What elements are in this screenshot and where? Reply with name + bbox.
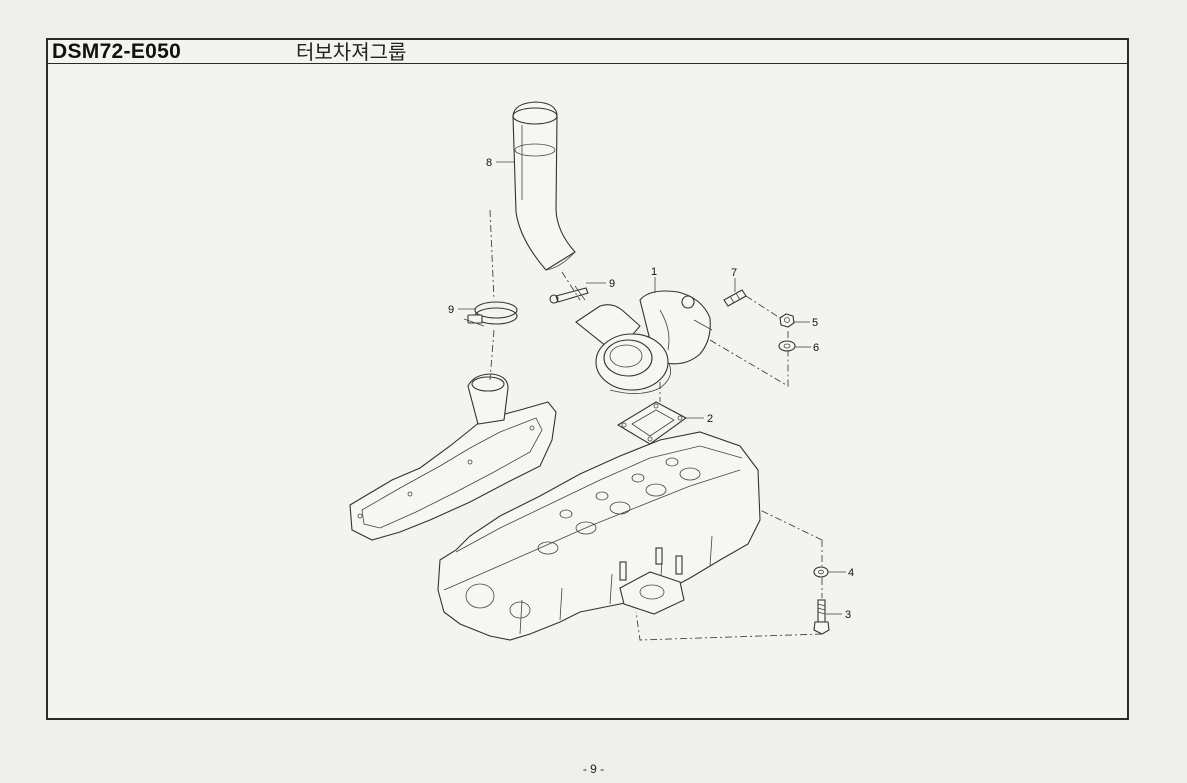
part-9-small-clamp xyxy=(549,285,589,304)
callout-5: 5 xyxy=(812,317,818,329)
intake-manifold xyxy=(349,373,557,541)
part-8-intake-pipe xyxy=(512,101,576,271)
callout-9-left: 9 xyxy=(448,304,454,316)
part-5-nut xyxy=(779,313,795,328)
part-7-stud xyxy=(723,289,747,307)
callout-2: 2 xyxy=(707,413,713,425)
part-1-turbocharger xyxy=(575,290,713,394)
callout-1: 1 xyxy=(651,266,657,278)
callout-4: 4 xyxy=(848,567,854,579)
callout-9-right: 9 xyxy=(609,278,615,290)
cylinder-head xyxy=(437,431,761,641)
part-3-bolt xyxy=(813,599,830,635)
group-code: DSM72-E050 xyxy=(52,40,182,63)
assembly-lines xyxy=(489,209,823,641)
part-6-washer xyxy=(778,340,796,352)
callout-6: 6 xyxy=(813,342,819,354)
callout-7: 7 xyxy=(731,267,737,279)
callout-3: 3 xyxy=(845,609,851,621)
sheet-header: DSM72-E050 터보차져그룹 xyxy=(48,40,1127,64)
part-4-washer xyxy=(813,566,829,578)
group-title: 터보차져그룹 xyxy=(296,40,407,64)
leader-lines xyxy=(458,161,846,615)
callout-8: 8 xyxy=(486,157,492,169)
page-number: - 9 - xyxy=(582,762,605,776)
part-9-hose-clamp xyxy=(463,301,518,327)
